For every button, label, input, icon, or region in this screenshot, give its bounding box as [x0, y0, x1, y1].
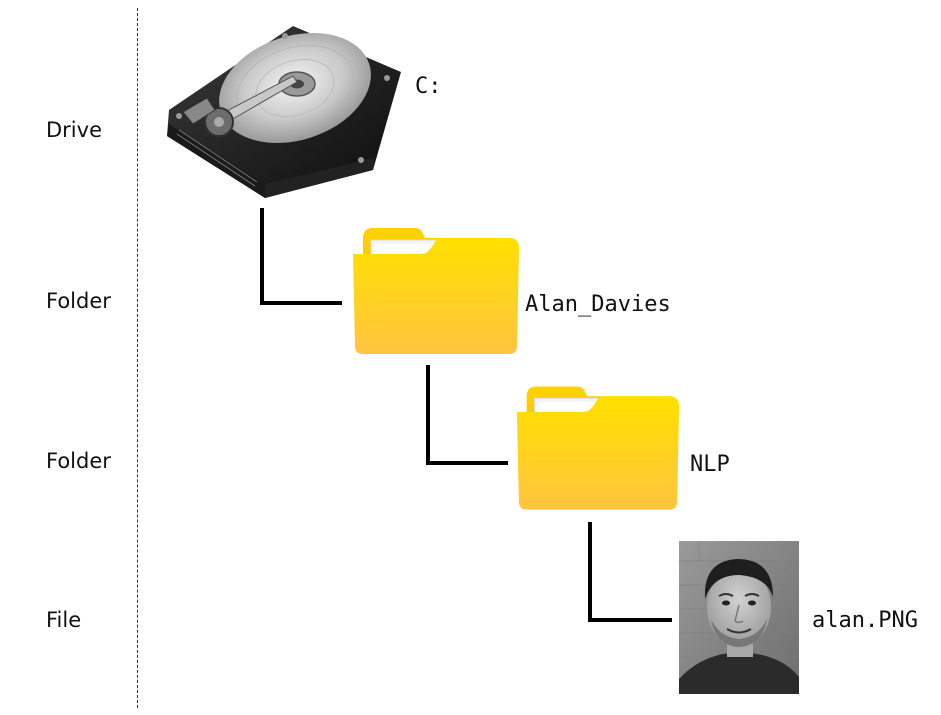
file-name-alan-png: alan.PNG: [812, 608, 918, 633]
level-label-folder-1: Folder: [46, 289, 111, 313]
drive-node[interactable]: [165, 18, 405, 205]
file-node-alan-png[interactable]: [679, 541, 799, 699]
connector-nlp-to-file: [588, 522, 672, 622]
hard-drive-icon: [167, 26, 401, 198]
dashed-divider: [137, 8, 138, 708]
level-label-file: File: [46, 608, 82, 632]
folder-name-nlp: NLP: [690, 452, 730, 477]
level-label-folder-2: Folder: [46, 449, 111, 473]
folder-icon: [353, 228, 519, 354]
folder-icon: [516, 386, 680, 510]
level-label-drive: Drive: [46, 118, 102, 142]
portrait-photo: [679, 541, 799, 694]
connector-drive-to-folder: [260, 208, 342, 305]
folder-name-alan-davies: Alan_Davies: [525, 292, 671, 317]
folder-node-alan-davies[interactable]: [349, 226, 523, 363]
drive-name: C:: [415, 74, 442, 99]
folder-node-nlp[interactable]: [513, 383, 683, 520]
connector-folder-to-nlp: [426, 365, 508, 465]
